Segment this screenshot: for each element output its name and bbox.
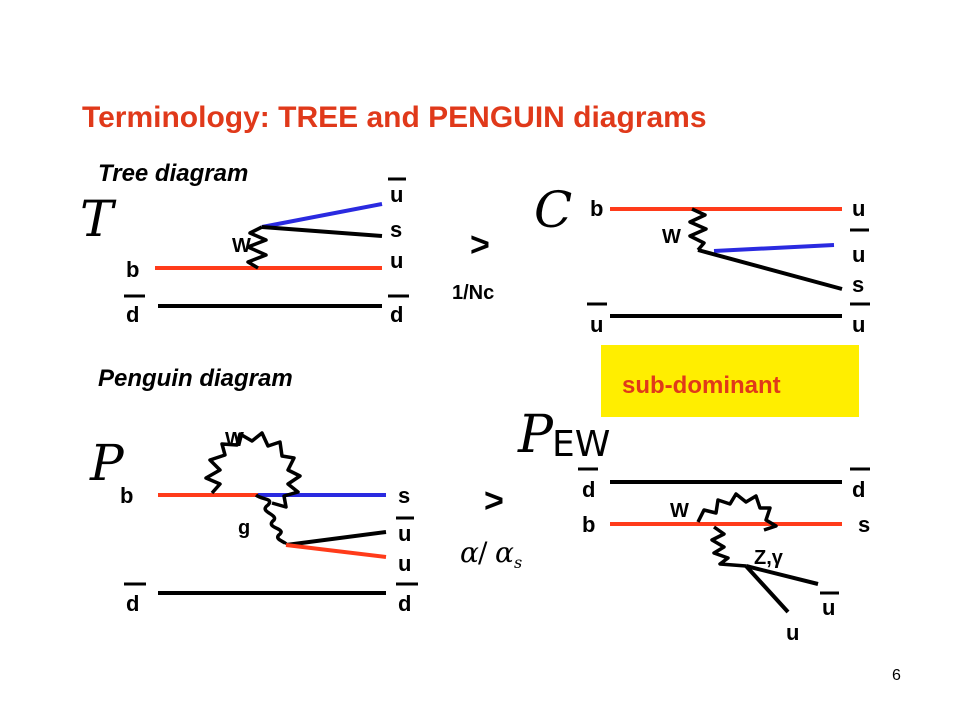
penguin-u-red-line [285, 543, 387, 559]
penguin-label-g: g [238, 517, 250, 539]
penguin-label-b: b [120, 483, 133, 508]
ew-label-d-right: d [852, 477, 865, 502]
cs-label-w: W [662, 226, 681, 248]
tree-label-d-left: d [126, 302, 139, 327]
ew-label-u-2: u [786, 620, 799, 645]
cs-label-u-left: u [590, 312, 603, 337]
tree-u-out-line [261, 202, 383, 229]
cs-label-u-right: u [852, 312, 865, 337]
penguin-heading: Penguin diagram [98, 365, 293, 392]
ew-label-s: s [858, 512, 870, 537]
ew-u-out-line-1 [744, 564, 790, 614]
ew-subscript: EW [552, 424, 610, 465]
cs-label-s: s [852, 272, 864, 297]
tree-s-out-line [261, 225, 383, 238]
tree-label-u: u [390, 248, 403, 273]
ew-label-u-1: u [822, 595, 835, 620]
badge-text: sub-dominant [622, 372, 781, 399]
cs-label-b: b [590, 196, 603, 221]
penguin-u-out-line [285, 530, 387, 547]
cs-label-u-top: u [852, 196, 865, 221]
cs-label-u-mid: u [852, 242, 865, 267]
tree-label-s: s [390, 217, 402, 242]
cs-s-out-line [697, 248, 843, 291]
penguin-symbol: P [89, 434, 125, 492]
tree-label-d-right: d [390, 302, 403, 327]
tree-w-boson [246, 225, 268, 270]
comparison-bottom-factor: α / α s [460, 536, 522, 572]
tree-heading: Tree diagram [98, 160, 248, 187]
tree-label-b: b [126, 257, 139, 282]
factor-slash: / [478, 536, 488, 569]
penguin-diagram: Penguin diagram P W b s g u u d d [89, 365, 418, 616]
comparison-bottom-symbol: > [484, 482, 504, 520]
penguin-gluon [254, 493, 288, 546]
penguin-label-u-2: u [398, 551, 411, 576]
ew-w-loop [696, 492, 778, 532]
penguin-w-loop [204, 431, 302, 509]
ew-label-zgamma: Z,γ [754, 547, 784, 569]
ew-label-b: b [582, 512, 595, 537]
badge-box [601, 345, 859, 417]
ew-label-d-left: d [582, 477, 595, 502]
ew-u-out-line-2 [745, 564, 819, 586]
tree-label-w: W [232, 235, 251, 257]
cs-w-boson [688, 207, 708, 252]
page-number: 6 [892, 667, 901, 684]
penguin-label-s: s [398, 483, 410, 508]
electroweak-penguin-diagram: P EW d d W b s Z,γ u u [517, 405, 870, 645]
penguin-label-u-1: u [398, 521, 411, 546]
ew-zgamma-boson [710, 525, 747, 568]
tree-label-u-top: u [390, 182, 403, 207]
color-suppressed-diagram: C b u W u s u u [534, 181, 870, 337]
penguin-label-d-right: d [398, 591, 411, 616]
slide-title: Terminology: TREE and PENGUIN diagrams [82, 101, 707, 134]
comparison-top-symbol: > [470, 226, 490, 264]
tree-symbol: T [80, 190, 117, 248]
tree-diagram: Tree diagram T u s u W b d d [80, 160, 409, 327]
ew-label-w: W [670, 500, 689, 522]
factor-alpha: α [460, 536, 479, 569]
comparison-top-factor: 1/Nc [452, 282, 494, 304]
factor-alpha-s: α [495, 536, 514, 569]
color-suppressed-symbol: C [534, 181, 572, 239]
ew-symbol: P [517, 405, 554, 465]
cs-u-out-line [713, 243, 835, 253]
penguin-label-d-left: d [126, 591, 139, 616]
factor-subscript: s [514, 553, 522, 572]
penguin-label-w: W [225, 429, 244, 451]
